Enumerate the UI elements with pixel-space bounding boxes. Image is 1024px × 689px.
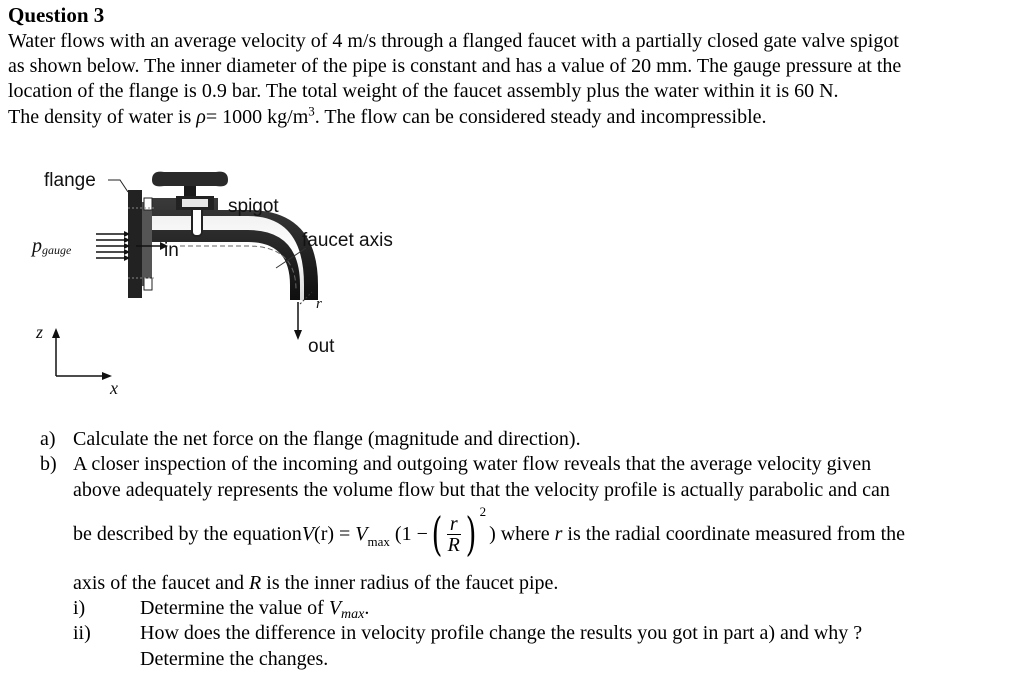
- eq-r-arg: (r): [314, 522, 335, 545]
- eq-suffix-1: where: [495, 522, 555, 545]
- part-i-text: Determine the value of Vmax.: [140, 597, 370, 622]
- part-b-text-3: axis of the faucet and R is the inner ra…: [73, 572, 559, 594]
- eq-V: V: [301, 522, 315, 545]
- density-rho: ρ: [196, 106, 206, 128]
- equation-line: be described by the equation V (r) = V m…: [73, 504, 906, 561]
- faucet-axis-line: [180, 245, 297, 291]
- flange-label: flange: [44, 170, 96, 191]
- part-ii-label: ii): [73, 622, 91, 644]
- intro-line-3: location of the flange is 0.9 bar. The t…: [8, 80, 839, 102]
- z-label: z: [35, 322, 43, 342]
- flange-collar: [142, 202, 152, 286]
- eq-numerator: r: [446, 514, 461, 535]
- part-b-label: b): [40, 453, 57, 475]
- faucet-axis-label: faucet axis: [302, 230, 393, 251]
- in-label: in: [164, 240, 179, 261]
- part-b-text-1: A closer inspection of the incoming and …: [73, 453, 872, 475]
- part-i-label: i): [73, 597, 86, 619]
- density-prefix: The density of water is: [8, 106, 197, 128]
- z-arrowhead: [52, 328, 60, 338]
- flange-pointer: [108, 179, 129, 193]
- x-arrowhead: [102, 372, 112, 380]
- eq-open: (1 −: [389, 522, 428, 545]
- eq-fraction: r R: [446, 514, 461, 556]
- flange-bolt-bottom: [143, 277, 153, 291]
- density-exp: 3: [308, 103, 315, 119]
- flange-plate: [128, 190, 142, 298]
- faucet-diagram: flange spigot faucet axis in out r pgaug…: [30, 170, 393, 398]
- out-label: out: [308, 336, 335, 357]
- intro-line-4: The density of water is ρ= 1000 kg/m3. T…: [8, 103, 767, 129]
- spigot-label: spigot: [228, 196, 279, 217]
- eq-denominator: R: [447, 533, 460, 556]
- faucet-channel: [148, 216, 304, 300]
- r-marker: [299, 291, 313, 305]
- eq-power: 2: [479, 504, 487, 519]
- equation-prefix: be described by the equation: [73, 522, 302, 545]
- gate-valve: [191, 205, 203, 237]
- faucet-axis-pointer: [275, 247, 307, 269]
- p-gauge-label: pgauge: [30, 235, 72, 257]
- part-ii-text-2: Determine the changes.: [140, 648, 329, 670]
- eq-Vmax: V: [355, 522, 368, 545]
- x-label: x: [109, 378, 118, 398]
- eq-close: ): [489, 522, 496, 545]
- in-arrowhead: [160, 242, 168, 250]
- spigot-handle: [152, 171, 228, 187]
- eq-equals: =: [334, 522, 356, 545]
- part-a-text: Calculate the net force on the flange (m…: [73, 428, 581, 450]
- pressure-arrows: [96, 233, 124, 259]
- part-ii-text-1: How does the difference in velocity prof…: [140, 622, 863, 644]
- pressure-arrowheads: [124, 231, 130, 261]
- intro-line-1: Water flows with an average velocity of …: [8, 30, 899, 52]
- density-suffix: . The flow can be considered steady and …: [314, 106, 767, 128]
- spigot-window: [182, 199, 208, 207]
- density-mid: = 1000 kg/m: [205, 106, 309, 128]
- question-title: Question 3: [8, 3, 105, 27]
- intro-line-2: as shown below. The inner diameter of th…: [8, 55, 902, 77]
- eq-suffix-r: r: [554, 522, 563, 545]
- flange-bolt-top: [143, 197, 153, 211]
- r-label: r: [316, 296, 322, 312]
- eq-suffix-2: is the radial coordinate measured from t…: [562, 522, 906, 545]
- part-b-text-2: above adequately represents the volume f…: [73, 479, 890, 501]
- eq-max-sub: max: [367, 534, 390, 549]
- part-a-label: a): [40, 428, 56, 450]
- out-arrowhead: [294, 330, 302, 340]
